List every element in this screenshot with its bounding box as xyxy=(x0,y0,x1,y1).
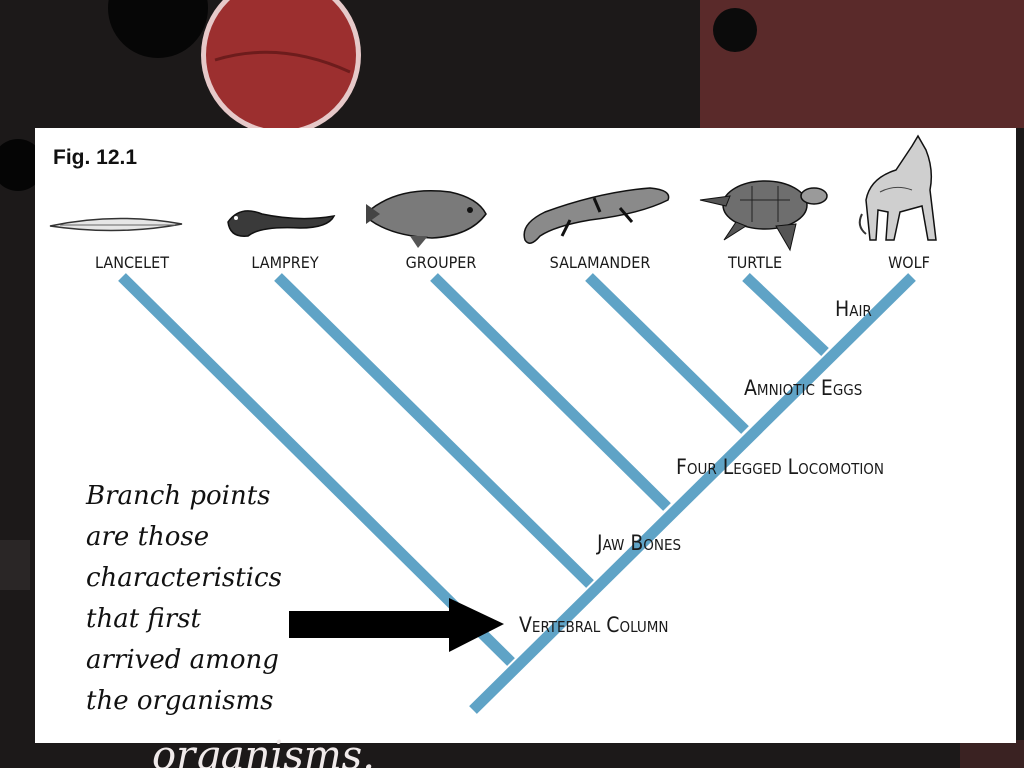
note-line: arrived among xyxy=(86,645,279,675)
branch-grouper xyxy=(430,273,671,511)
branch-lancelet xyxy=(118,273,515,666)
lamprey-icon xyxy=(227,210,336,237)
background-text-fragment: organisms. xyxy=(152,733,375,768)
taxon-labels: LANCELET LAMPREY GROUPER SALAMANDER TURT… xyxy=(95,253,930,272)
note-line: that first xyxy=(86,604,201,634)
taxon-label-salamander: SALAMANDER xyxy=(550,253,651,272)
grouper-icon xyxy=(366,190,487,248)
salamander-icon xyxy=(523,187,670,244)
trait-label-vertebral-column: Vertebral Column xyxy=(519,613,668,637)
dark-circle-left xyxy=(0,139,44,191)
taxon-label-grouper: GROUPER xyxy=(406,253,477,272)
trait-label-amniotic-eggs: Amniotic Eggs xyxy=(744,376,862,400)
red-circle xyxy=(206,0,356,130)
animal-illustrations xyxy=(49,134,937,252)
trait-label-hair: Hair xyxy=(835,297,872,321)
branch-turtle xyxy=(742,273,829,356)
taxon-label-lancelet: LANCELET xyxy=(95,253,169,272)
taxon-label-turtle: TURTLE xyxy=(727,253,782,272)
cladogram-branches xyxy=(118,273,916,714)
note-line: the organisms xyxy=(86,686,274,716)
wolf-icon xyxy=(858,134,937,241)
turtle-icon xyxy=(699,180,828,252)
taxon-label-wolf: WOLF xyxy=(888,253,930,272)
trunk xyxy=(469,273,916,714)
pointer-arrow xyxy=(289,598,504,652)
trait-labels: Vertebral Column Jaw Bones Four Legged L… xyxy=(519,297,884,637)
cladogram: LANCELET LAMPREY GROUPER SALAMANDER TURT… xyxy=(49,134,937,714)
branch-lamprey xyxy=(274,273,594,588)
lancelet-icon xyxy=(49,217,183,232)
note-line: characteristics xyxy=(86,563,282,593)
note-line: are those xyxy=(86,522,210,552)
branch-salamander xyxy=(585,273,749,434)
dark-circle-top xyxy=(108,0,208,58)
trait-label-jaw-bones: Jaw Bones xyxy=(596,531,681,555)
figure-label: Fig. 12.1 xyxy=(53,146,138,169)
taxon-label-lamprey: LAMPREY xyxy=(251,253,318,272)
trait-label-four-legged-locomotion: Four Legged Locomotion xyxy=(676,455,884,479)
explanation-note: Branch points are those characteristics … xyxy=(86,476,286,722)
note-line: Branch points xyxy=(86,481,271,511)
